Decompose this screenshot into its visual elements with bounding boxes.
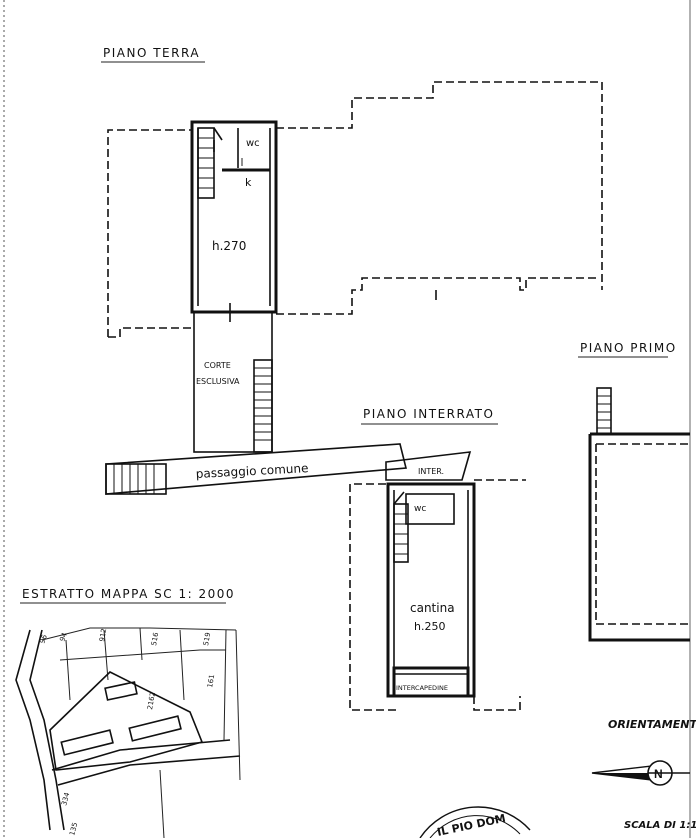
basement-plan: PIANO INTERRATO INTER. wc cantina h.250 [349,407,526,711]
first-floor-walls [588,434,690,642]
basement-unit-walls [386,482,476,698]
first-floor-inner-outline [595,444,690,625]
basement-cavity [392,666,470,698]
map-road-branch-2 [57,755,241,786]
parcel-135: 135 [68,822,79,837]
first-floor-title: PIANO PRIMO [580,341,677,355]
parcel-516: 516 [150,631,160,646]
court-label-line1: CORTE [204,361,231,370]
map-road-right-edge [29,629,65,831]
ground-floor-plan: PIANO TERRA wc k h.270 [101,46,603,495]
cellar-label: cantina [410,601,455,615]
cellar-height-label: h.250 [414,620,445,633]
basement-neighbour-left [349,483,396,711]
ground-kitchen-label: k [245,176,252,189]
basement-title: PIANO INTERRATO [363,407,494,421]
map-road-left-edge [15,629,51,831]
left-neighbour-outline [107,129,192,337]
map-building-1 [104,681,138,701]
ground-floor-title: PIANO TERRA [103,46,200,60]
official-stamp: IL PIO DOM [419,806,531,838]
north-letter: N [654,767,663,781]
first-floor-stair [596,387,612,435]
map-extract-title: ESTRATTO MAPPA SC 1: 2000 [22,587,235,601]
basement-wc-label: wc [414,504,426,514]
parcel-334: 334 [60,791,71,807]
left-neighbour-bottom [108,327,192,338]
parcel-94: 94 [58,631,69,643]
court-label-line2: ESCLUSIVA [196,377,240,386]
orientation-block: ORIENTAMENTO N [591,718,696,786]
basement-stair [393,491,409,563]
ground-height-label: h.270 [212,239,246,253]
parcel-912: 912 [98,628,108,643]
map-building-3 [128,715,182,742]
court-stair [253,359,273,453]
basement-inter-space [385,451,472,481]
right-neighbour-outline [276,81,603,290]
cadastral-map-extract: ESTRATTO MAPPA SC 1: 2000 96 94 912 516 … [15,587,241,838]
north-arrow-icon: N [591,760,690,786]
orientation-title: ORIENTAMENTO [608,718,696,731]
parcel-2162: 2162 [146,691,157,710]
ground-wc-label: wc [246,138,260,149]
map-building-2 [60,729,114,756]
map-parcel-boundaries [41,627,237,641]
parcel-96: 96 [38,633,49,645]
parcel-161: 161 [206,674,216,689]
right-neighbour-bottom [276,277,600,315]
basement-inter-label: INTER. [418,467,444,476]
scale-label: SCALA DI 1:1 [624,820,696,831]
ground-unit-walls [190,120,278,314]
common-passage-label: passaggio comune [195,461,308,481]
map-main-lot [49,671,204,771]
first-floor-plan: PIANO PRIMO [578,341,690,642]
parcel-519: 519 [202,632,212,647]
ground-stair [197,127,223,199]
basement-neighbour-bottom [473,696,521,711]
basement-wc [405,493,455,525]
map-road-branch [51,739,231,771]
basement-cavity-label: INTERCAPEDINE [396,684,448,692]
passage-stair [105,463,167,495]
